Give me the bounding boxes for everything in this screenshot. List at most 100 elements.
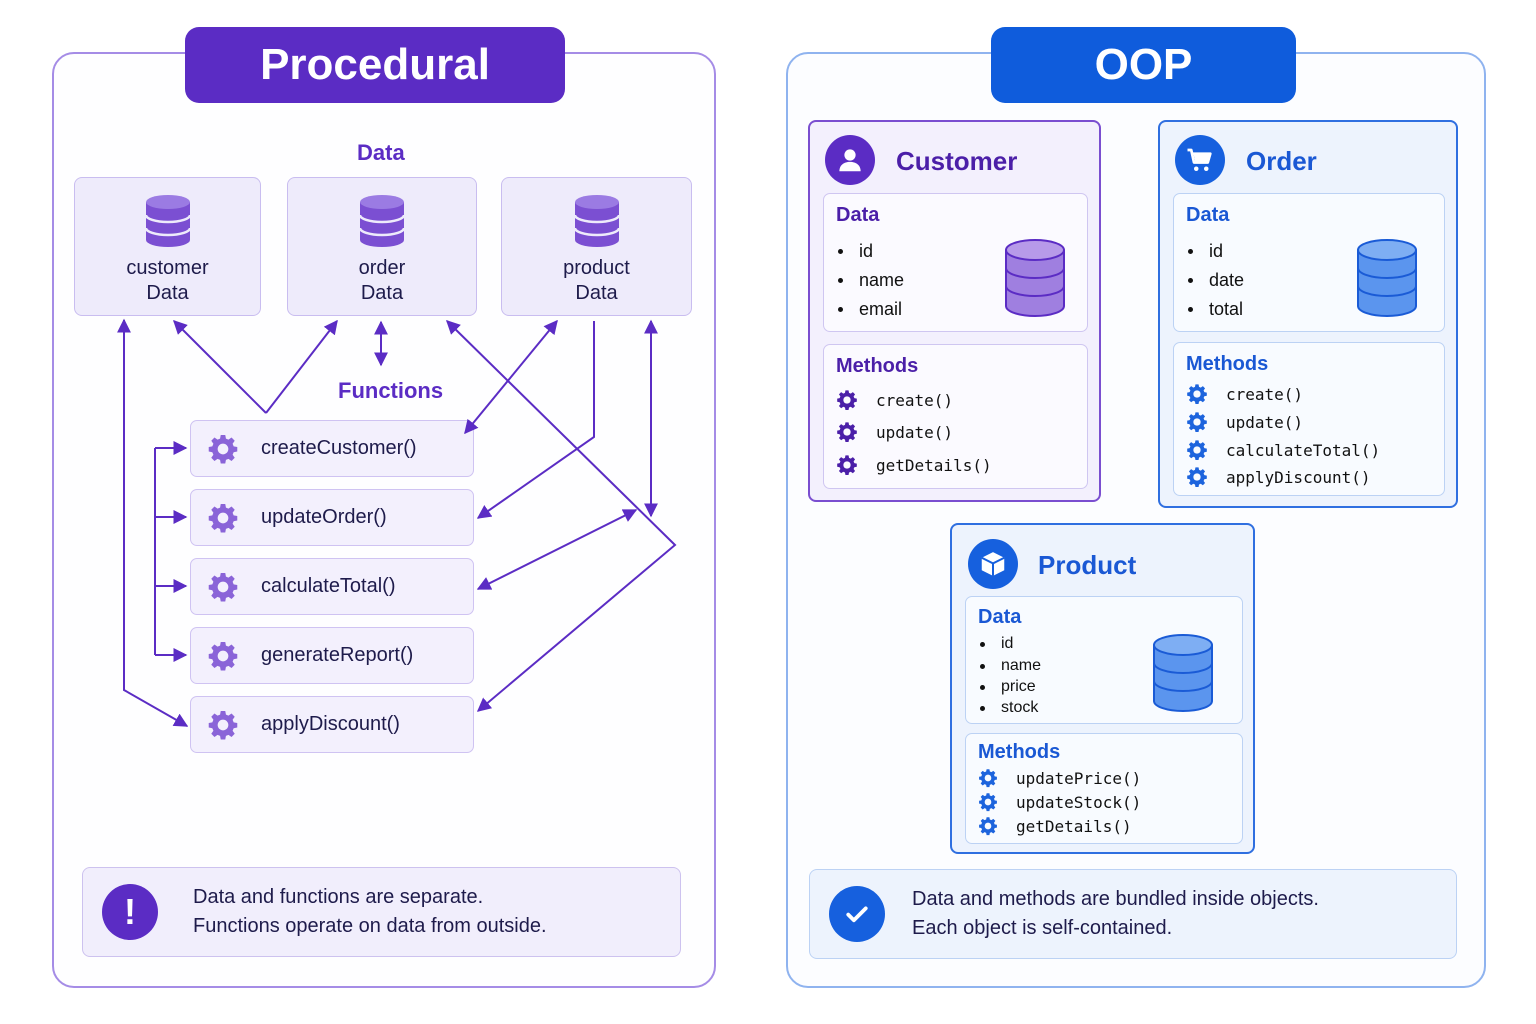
method-item: updatePrice()	[978, 768, 1141, 788]
data-box-label: order	[358, 257, 406, 279]
data-label: Data	[836, 204, 880, 226]
data-box-label: Data	[360, 282, 404, 304]
data-box-label: Data	[146, 282, 189, 304]
method-name: create()	[1226, 384, 1304, 404]
data-box-label: product	[563, 257, 630, 279]
field-item: id	[1188, 241, 1223, 262]
field-item: name	[980, 657, 1041, 675]
gear-icon	[1186, 383, 1208, 405]
data-label: Data	[978, 606, 1022, 628]
method-name: create()	[876, 390, 954, 410]
product-object-card: Product Data id name price stock Methods…	[950, 523, 1255, 854]
oop-title: OOP	[991, 27, 1296, 103]
note-line: Each object is self-contained.	[912, 917, 1173, 939]
database-icon	[573, 194, 621, 248]
methods-label: Methods	[836, 355, 919, 377]
gear-icon	[836, 421, 858, 443]
function-box: createCustomer()	[190, 420, 474, 477]
gear-icon	[978, 792, 998, 812]
method-name: getDetails()	[1016, 816, 1132, 836]
note-line: Data and methods are bundled inside obje…	[912, 888, 1319, 910]
methods-section: Methods updatePrice() updateStock() getD…	[965, 733, 1243, 844]
database-icon	[1152, 633, 1214, 713]
method-item: updateStock()	[978, 792, 1141, 812]
database-icon	[1004, 238, 1066, 318]
method-name: updatePrice()	[1016, 768, 1142, 788]
method-item: update()	[836, 421, 953, 443]
field-item: date	[1188, 270, 1244, 291]
method-name: updateStock()	[1016, 792, 1142, 812]
procedural-title: Procedural	[185, 27, 565, 103]
method-item: getDetails()	[978, 816, 1132, 836]
order-object-card: Order Data id date total Methods create(…	[1158, 120, 1458, 508]
method-item: getDetails()	[836, 454, 992, 476]
exclamation-icon: !	[102, 884, 158, 940]
gear-icon	[207, 433, 239, 465]
field-item: id	[980, 635, 1013, 653]
gear-icon	[207, 571, 239, 603]
gear-icon	[836, 389, 858, 411]
gear-icon	[1186, 439, 1208, 461]
function-name: applyDiscount()	[261, 713, 400, 735]
database-icon	[358, 194, 406, 248]
object-title: Order	[1246, 146, 1317, 176]
field-item: total	[1188, 299, 1243, 320]
data-section: Data id name email	[823, 193, 1088, 332]
field-item: email	[838, 299, 902, 320]
gear-icon	[978, 816, 998, 836]
data-section: Data id name price stock	[965, 596, 1243, 724]
procedural-note: ! Data and functions are separate. Funct…	[82, 867, 681, 957]
field-item: id	[838, 241, 873, 262]
method-name: calculateTotal()	[1226, 440, 1381, 460]
method-name: getDetails()	[876, 455, 992, 475]
check-icon	[829, 886, 885, 942]
data-section: Data id date total	[1173, 193, 1445, 332]
method-item: update()	[1186, 411, 1303, 433]
method-item: calculateTotal()	[1186, 439, 1380, 461]
function-name: calculateTotal()	[261, 575, 396, 597]
function-box: calculateTotal()	[190, 558, 474, 615]
object-title: Product	[1038, 550, 1137, 580]
customer-object-card: Customer Data id name email Methods crea…	[808, 120, 1101, 502]
method-item: applyDiscount()	[1186, 466, 1371, 488]
functions-section-label: Functions	[338, 378, 444, 403]
data-label: Data	[1186, 204, 1230, 226]
function-box: applyDiscount()	[190, 696, 474, 753]
cart-icon	[1175, 135, 1225, 185]
gear-icon	[207, 502, 239, 534]
methods-label: Methods	[1186, 353, 1269, 375]
method-item: create()	[1186, 383, 1303, 405]
gear-icon	[1186, 411, 1208, 433]
method-name: update()	[1226, 412, 1304, 432]
gear-icon	[207, 709, 239, 741]
note-line: Functions operate on data from outside.	[193, 915, 547, 937]
oop-note: Data and methods are bundled inside obje…	[809, 869, 1457, 959]
function-box: updateOrder()	[190, 489, 474, 546]
gear-icon	[1186, 466, 1208, 488]
data-box-label: customer	[126, 257, 209, 279]
field-item: name	[838, 270, 904, 291]
methods-section: Methods create() update() calculateTotal…	[1173, 342, 1445, 496]
note-line: Data and functions are separate.	[193, 886, 484, 908]
gear-icon	[978, 768, 998, 788]
function-name: updateOrder()	[261, 506, 387, 528]
gear-icon	[836, 454, 858, 476]
database-icon	[1356, 238, 1418, 318]
cube-icon	[968, 539, 1018, 589]
function-box: generateReport()	[190, 627, 474, 684]
method-name: applyDiscount()	[1226, 467, 1371, 487]
data-box-label: Data	[575, 282, 618, 304]
user-icon	[825, 135, 875, 185]
database-icon	[144, 194, 192, 248]
method-item: create()	[836, 389, 953, 411]
data-section-label: Data	[357, 140, 405, 165]
method-name: update()	[876, 422, 954, 442]
field-item: price	[980, 678, 1036, 696]
methods-section: Methods create() update() getDetails()	[823, 344, 1088, 489]
function-name: createCustomer()	[261, 437, 417, 459]
object-title: Customer	[896, 146, 1018, 176]
gear-icon	[207, 640, 239, 672]
